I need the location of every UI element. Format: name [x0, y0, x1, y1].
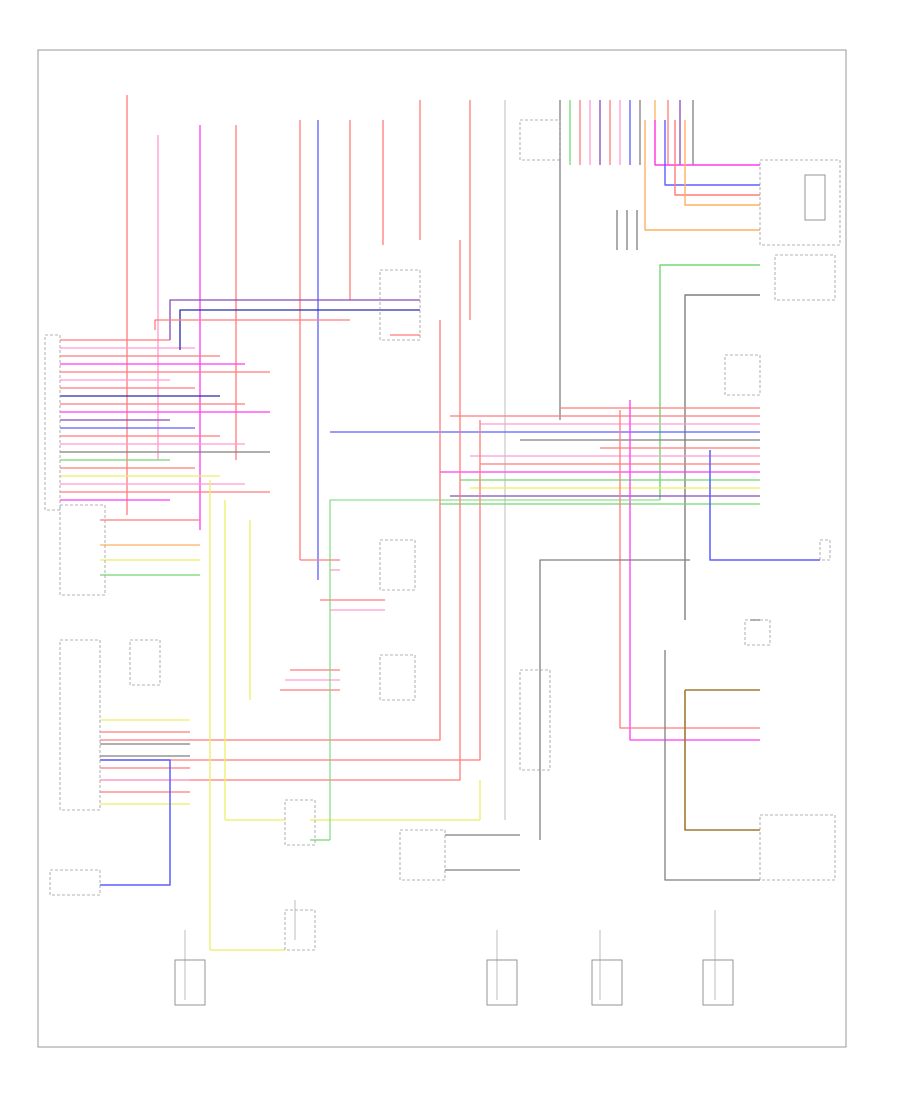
ecu-connector-box — [59, 504, 106, 596]
relay-box — [724, 354, 761, 396]
rear-door-switch-connector — [59, 639, 101, 811]
harness-wire — [100, 420, 481, 761]
fuse-block-box — [519, 119, 561, 161]
harness-wire — [709, 450, 820, 561]
harness-wire — [619, 410, 760, 729]
door-lock-switch-box — [759, 159, 841, 246]
harness-wire — [659, 264, 760, 500]
courtesy-switch-box — [759, 814, 836, 881]
left-rear-door-switch-box — [49, 869, 101, 896]
actuator-motor — [591, 959, 623, 1006]
door-jamb-switch-box — [774, 254, 836, 301]
harness-wire — [674, 120, 760, 196]
actuator-box — [379, 654, 416, 701]
harness-wire — [629, 400, 760, 741]
harness-wire — [684, 120, 760, 206]
right-rear-switch-box — [819, 539, 831, 561]
actuator-box — [379, 539, 416, 591]
actuator-motor — [702, 959, 734, 1006]
harness-wire — [684, 294, 760, 620]
wire-layer — [60, 95, 820, 1000]
actuator-motor — [174, 959, 206, 1006]
switch-body — [804, 174, 826, 221]
harness-wire — [169, 299, 420, 340]
harness-wire — [654, 120, 760, 166]
passenger-door-switch-box — [284, 799, 316, 846]
lock-switch-box — [379, 269, 421, 341]
harness-wire — [664, 650, 760, 881]
harness-wire — [684, 690, 760, 831]
harness-wire — [100, 320, 441, 741]
harness-wire — [154, 319, 350, 330]
harness-wire — [179, 309, 420, 350]
harness-wire — [539, 559, 690, 840]
harness-wire — [100, 759, 171, 886]
actuator-motor — [486, 959, 518, 1006]
harness-wire — [664, 120, 760, 186]
harness-wire — [100, 240, 461, 781]
left-connector-box — [44, 334, 61, 511]
left-rear-door-switch-box — [129, 639, 161, 686]
harness-wire — [644, 120, 760, 231]
diagram-border — [37, 49, 847, 1048]
lamp-box — [744, 619, 771, 646]
keyless-receiver-box — [519, 669, 551, 771]
component-layer — [44, 119, 841, 1006]
driver-door-switch-box — [284, 909, 316, 951]
delay-relay-box — [399, 829, 446, 881]
harness-wire — [329, 499, 660, 840]
